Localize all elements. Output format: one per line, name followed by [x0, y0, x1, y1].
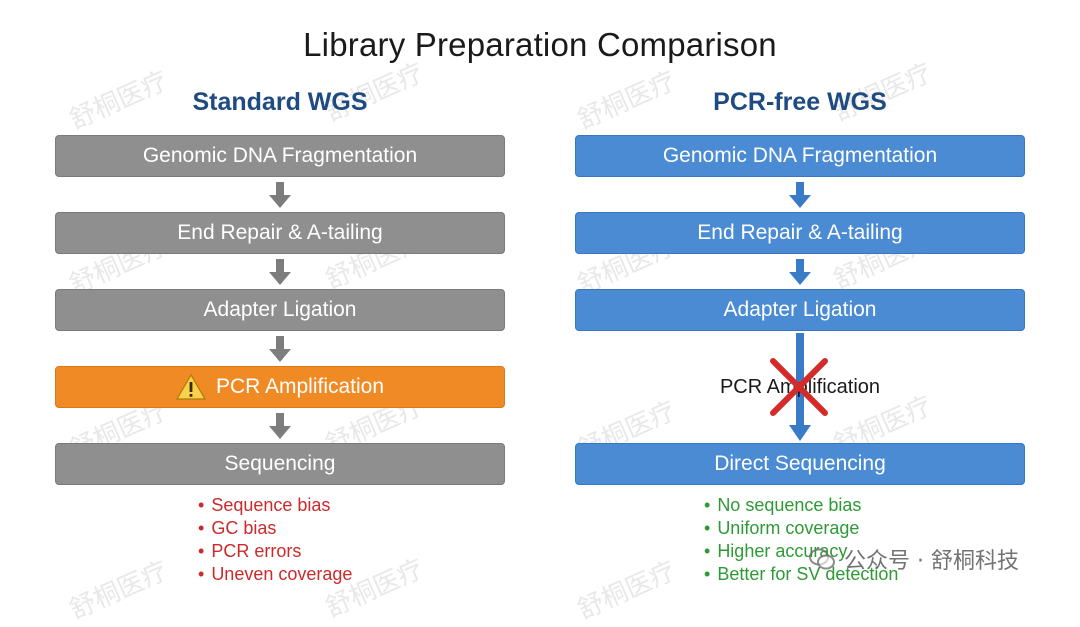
watermark: 舒桐医疗 — [65, 555, 173, 626]
wechat-logo-icon — [809, 548, 835, 570]
watermark: 舒桐医疗 — [573, 555, 681, 626]
step-label: PCR Amplification — [215, 375, 385, 398]
warning-triangle-icon — [175, 374, 206, 400]
list-item: PCR errors — [198, 540, 352, 563]
down-arrow-icon — [269, 259, 291, 285]
step-label: End Repair & A-tailing — [697, 221, 903, 244]
step-label: Genomic DNA Fragmentation — [142, 144, 418, 167]
pcr-free-wgs-heading: PCR-free WGS — [713, 88, 887, 116]
standard-drawbacks-list: Sequence bias GC bias PCR errors Uneven … — [198, 494, 352, 586]
list-item: Uniform coverage — [704, 517, 898, 540]
standard-adapter-ligation-step: Adapter Ligation — [55, 289, 505, 331]
list-item: Better for SV detection — [704, 563, 898, 586]
standard-sequencing-step: Sequencing — [55, 443, 505, 485]
step-label: Genomic DNA Fragmentation — [662, 144, 938, 167]
down-arrow-icon — [269, 336, 291, 362]
step-label: Sequencing — [224, 452, 336, 475]
down-arrow-icon — [789, 259, 811, 285]
down-arrow-icon — [269, 413, 291, 439]
down-arrow-icon — [269, 182, 291, 208]
list-item: No sequence bias — [704, 494, 898, 517]
step-label: Adapter Ligation — [203, 298, 357, 321]
pcr-free-end-repair-step: End Repair & A-tailing — [575, 212, 1025, 254]
pcr-free-benefits-list: No sequence bias Uniform coverage Higher… — [704, 494, 898, 586]
page-title: Library Preparation Comparison — [303, 26, 777, 63]
step-label: Direct Sequencing — [714, 452, 886, 475]
standard-end-repair-step: End Repair & A-tailing — [55, 212, 505, 254]
account-watermark: 公众号 · 舒桐科技 — [808, 543, 1019, 575]
pcr-free-adapter-ligation-step: Adapter Ligation — [575, 289, 1025, 331]
bypass-arrow-icon — [789, 333, 811, 441]
list-item: Sequence bias — [198, 494, 352, 517]
standard-fragmentation-step: Genomic DNA Fragmentation — [55, 135, 505, 177]
step-label: Adapter Ligation — [723, 298, 877, 321]
pcr-free-fragmentation-step: Genomic DNA Fragmentation — [575, 135, 1025, 177]
standard-pcr-amplification-step: PCR Amplification — [55, 366, 505, 408]
list-item: GC bias — [198, 517, 352, 540]
down-arrow-icon — [789, 182, 811, 208]
account-label: 公众号 · 舒桐科技 — [844, 549, 1019, 574]
step-label: End Repair & A-tailing — [177, 221, 383, 244]
list-item: Uneven coverage — [198, 563, 352, 586]
pcr-free-direct-sequencing-step: Direct Sequencing — [575, 443, 1025, 485]
cross-x-icon — [770, 358, 828, 416]
standard-wgs-heading: Standard WGS — [192, 88, 368, 116]
list-item: Higher accuracy — [704, 540, 898, 563]
